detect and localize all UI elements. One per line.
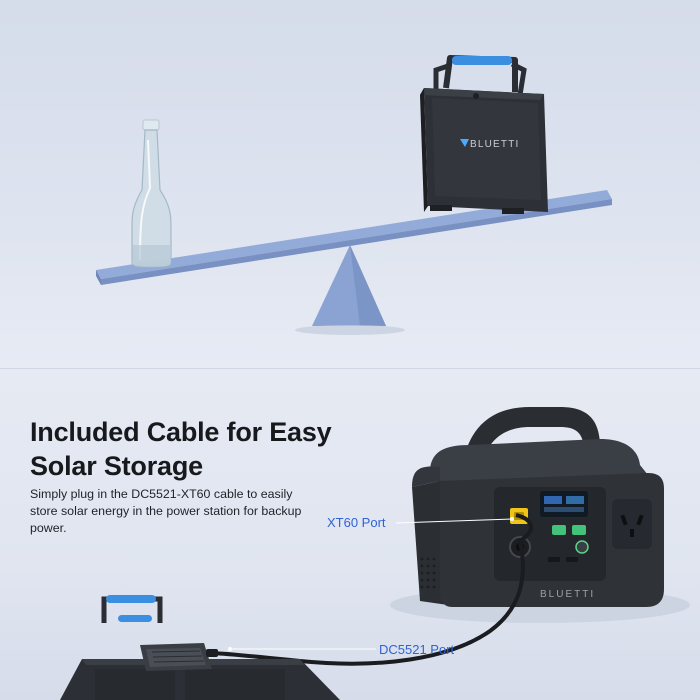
station-brand-label: BLUETTI	[540, 589, 595, 600]
panel-handle	[452, 56, 512, 65]
dc5521-xt60-cable	[210, 539, 525, 666]
ac-outlet	[612, 499, 652, 549]
dc5521-plug	[206, 649, 218, 657]
xt60-leader-line	[395, 518, 513, 524]
feature-description: Simply plug in the DC5521-XT60 cable to …	[30, 487, 302, 535]
output-button-icon	[552, 525, 566, 535]
power-station-illustration: BLUETTI	[60, 407, 690, 700]
cable-feature-section: BLUETTI	[0, 369, 700, 700]
bluetti-logo-icon	[460, 139, 469, 147]
power-button-icon	[575, 540, 589, 554]
seesaw-plank	[96, 190, 612, 285]
seesaw-scene: BLUETTI	[0, 0, 700, 368]
power-station: BLUETTI	[412, 407, 664, 607]
glass-bottle	[131, 119, 172, 268]
solar-panel-flat	[60, 595, 340, 700]
carry-handle	[462, 407, 600, 471]
headline-line-2: Solar Storage	[30, 451, 203, 481]
panel-handle-blue	[106, 595, 156, 603]
xt60-port-callout: XT60 Port	[327, 515, 386, 530]
dc5521-port-callout: DC5521 Port	[379, 642, 455, 657]
headline-line-1: Included Cable for Easy	[30, 417, 332, 447]
folded-solar-panel: BLUETTI	[420, 55, 548, 214]
side-vent	[420, 557, 436, 589]
feature-headline: Included Cable for Easy Solar Storage	[30, 415, 370, 483]
panel-brand-label: BLUETTI	[470, 139, 520, 150]
seesaw-illustration: BLUETTI	[96, 55, 612, 335]
section-divider	[0, 368, 700, 369]
